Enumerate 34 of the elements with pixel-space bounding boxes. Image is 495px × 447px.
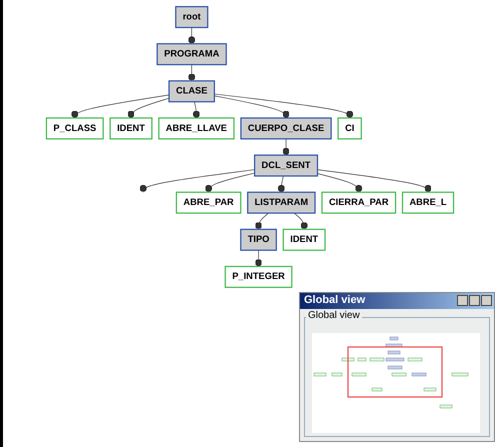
connector-line: [214, 94, 354, 118]
node-box: ABRE_LLAVE: [158, 117, 235, 140]
node-box: DCL_SENT: [254, 154, 318, 177]
node-box: P_INTEGER: [224, 266, 292, 288]
node-box: root: [175, 6, 208, 28]
connector-line: [188, 64, 196, 82]
node-box: CIERRA_PAR: [321, 192, 396, 214]
connector-line: [255, 212, 269, 230]
node-box: IDENT: [282, 228, 326, 251]
connector-line: [205, 172, 255, 193]
connector-line: [278, 176, 285, 193]
connector-line: [214, 96, 290, 118]
connector-line: [317, 173, 362, 193]
node-box: TIPO: [240, 228, 277, 251]
node-box: IDENT: [110, 117, 152, 140]
node-box: LISTPARAM: [247, 192, 316, 214]
connector-line: [317, 169, 432, 193]
group-label: Global view: [306, 310, 362, 321]
connector-line: [140, 169, 255, 193]
connector-line: [128, 98, 170, 118]
node-box: CUERPO_CLASE: [240, 117, 332, 140]
connector-line: [282, 138, 290, 156]
connector-line: [71, 94, 170, 118]
node-box: PROGRAMA: [156, 43, 227, 66]
node-box: CLASE: [168, 80, 215, 102]
node-box: ABRE_PAR: [176, 192, 242, 214]
connector-line: [188, 27, 196, 44]
node-box: CI: [338, 117, 362, 140]
connector-line: [192, 101, 200, 118]
connector-line: [255, 250, 262, 267]
window-title: Global view: [304, 294, 366, 306]
node-box: ABRE_L: [402, 192, 454, 214]
node-box: P_CLASS: [46, 117, 104, 140]
connector-line: [294, 212, 308, 230]
